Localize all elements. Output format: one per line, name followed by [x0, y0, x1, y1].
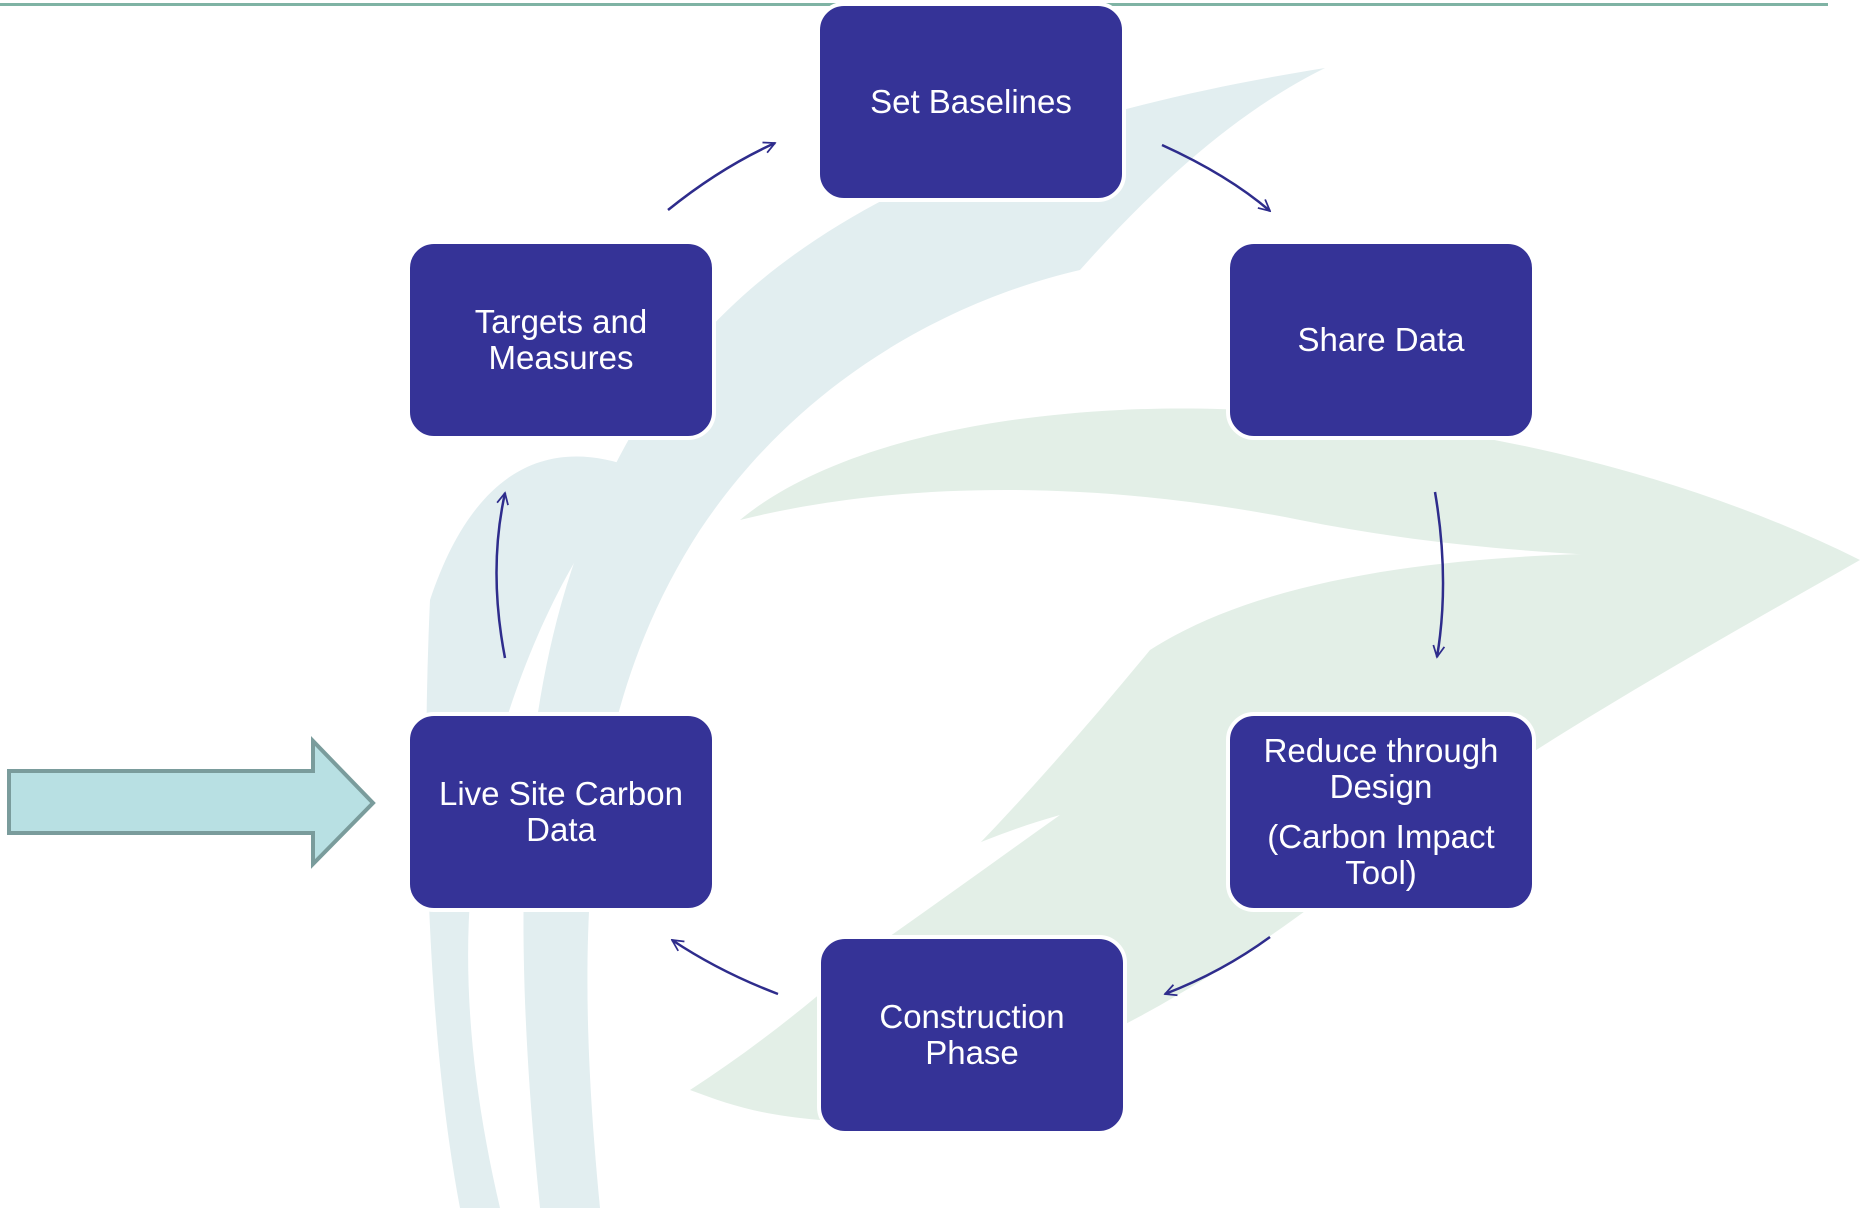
node-label-line-2: Measures	[488, 339, 634, 376]
node-label-line-2: Phase	[925, 1034, 1019, 1071]
node-label: Share Data	[1297, 321, 1465, 358]
node-note-line-2: Tool)	[1345, 854, 1417, 891]
node-share-data: Share Data	[1226, 240, 1536, 440]
leaf-watermark-icon	[426, 68, 1860, 1208]
node-label-line-1: Targets and	[474, 303, 648, 340]
entry-arrow-icon	[7, 736, 376, 869]
node-reduce-through-design: Reduce through Design (Carbon Impact Too…	[1226, 712, 1536, 912]
node-live-site-carbon-data: Live Site Carbon Data	[406, 712, 716, 912]
arrow-reduce-to-construction	[1165, 935, 1271, 994]
node-label-line-1: Reduce through	[1263, 732, 1499, 769]
node-label-line-1: Construction	[879, 998, 1065, 1035]
node-targets-and-measures: Targets and Measures	[406, 240, 716, 440]
arrow-live-to-targets	[495, 493, 506, 659]
node-label-line-2: Data	[526, 811, 596, 848]
node-label: Set Baselines	[870, 83, 1072, 120]
arrow-baselines-to-share	[1161, 143, 1270, 211]
node-label-line-1: Live Site Carbon	[439, 775, 683, 812]
node-set-baselines: Set Baselines	[816, 2, 1126, 202]
node-note-line-1: (Carbon Impact	[1267, 818, 1495, 855]
arrow-construction-to-live	[672, 940, 779, 996]
node-construction-phase: Construction Phase	[817, 935, 1127, 1135]
arrow-share-to-reduce	[1435, 491, 1443, 657]
node-label-line-2: Design	[1329, 768, 1433, 805]
cycle-arrows	[495, 143, 1444, 996]
arrow-targets-to-baselines	[667, 143, 775, 211]
